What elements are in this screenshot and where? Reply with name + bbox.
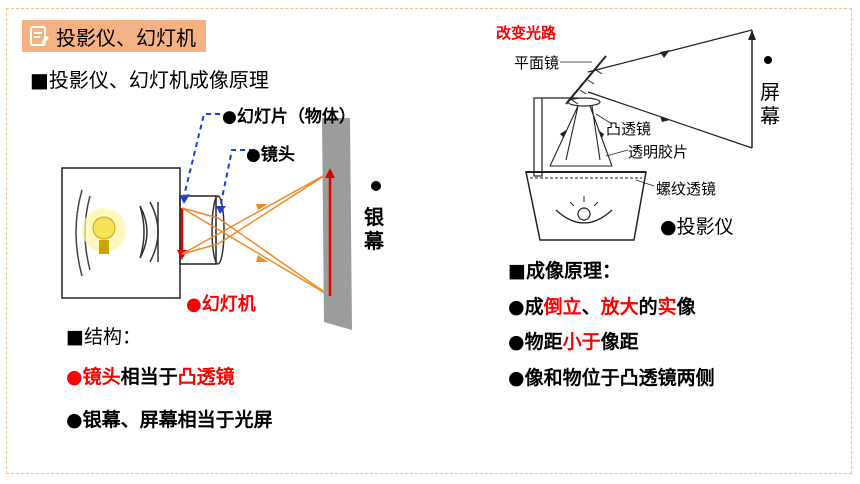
label-transparent-film: 透明胶片 <box>628 143 689 161</box>
label-fresnel-lens: 螺纹透镜 <box>656 180 717 198</box>
label-silver-screen: 银幕 <box>364 205 384 253</box>
structure-heading: ■结构： <box>66 326 141 348</box>
slide-frame <box>6 8 852 474</box>
label-slide: ●幻灯片（物体） <box>222 107 356 127</box>
label-plane-mirror: 平面镜 <box>514 54 560 72</box>
page-title: 投影仪、幻灯机 <box>56 25 196 50</box>
light-rays <box>181 171 331 297</box>
principle-line-2: ●物距小于像距 <box>508 331 639 353</box>
label-convex-lens: 凸透镜 <box>606 120 652 138</box>
projector-base <box>525 171 647 241</box>
label-slide-projector: ●幻灯机 <box>186 294 256 315</box>
change-light-path-label: 改变光路 <box>496 24 557 42</box>
principle-heading: ■成像原理： <box>508 260 621 282</box>
label-overhead-projector: ●投影仪 <box>660 216 734 238</box>
bulb-icon <box>92 216 116 240</box>
principle-line-3: ●像和物位于凸透镜两侧 <box>508 367 715 389</box>
structure-line-1: ●镜头相当于凸透镜 <box>66 366 235 388</box>
label-screen: 屏幕 <box>760 80 780 128</box>
convex-lens <box>567 97 601 107</box>
label-lens: ●镜头 <box>246 145 295 165</box>
lens-barrel <box>179 195 217 265</box>
document-icon <box>30 26 49 46</box>
principle-line-1: ●成倒立、放大的实像 <box>508 296 696 318</box>
title-banner: 投影仪、幻灯机 <box>22 20 206 52</box>
lamp-icon <box>577 207 591 221</box>
left-heading: ■投影仪、幻灯机成像原理 <box>30 68 269 92</box>
structure-line-2: ●银幕、屏幕相当于光屏 <box>66 409 273 431</box>
plane-mirror <box>565 55 607 105</box>
